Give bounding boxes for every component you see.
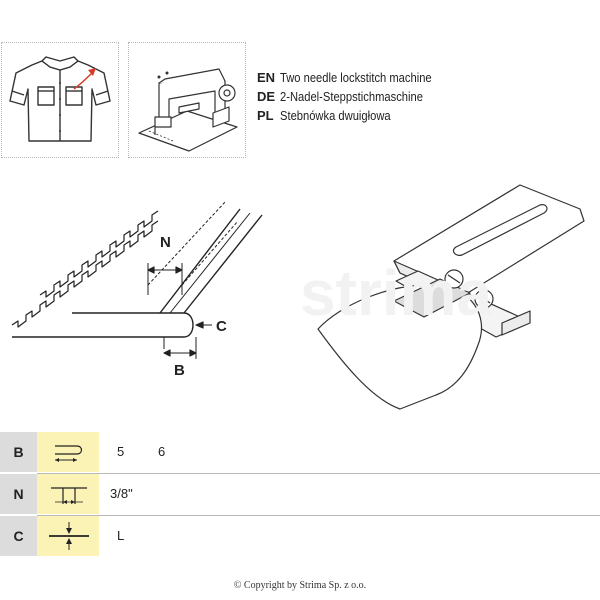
- label-c: C: [216, 318, 227, 335]
- fold-width-icon: [37, 432, 99, 472]
- shirt-thumbnail: [1, 42, 119, 158]
- material-thickness-icon: [37, 516, 99, 556]
- value: 3/8": [110, 486, 133, 501]
- row-code: B: [0, 432, 37, 472]
- row-divider: [37, 515, 600, 516]
- mounting-slot: [452, 204, 548, 256]
- sewing-machine-icon: [138, 68, 238, 152]
- machine-thumbnail: [128, 42, 246, 158]
- row-code: C: [0, 516, 37, 556]
- copyright-text: © Copyright by Strima Sp. z o.o.: [233, 580, 367, 591]
- value: 6: [158, 444, 166, 459]
- language-text: Stebnówka dwuigłowa: [280, 108, 391, 123]
- value: 5: [117, 444, 125, 459]
- folder-diagram: N C B strima: [11, 184, 585, 410]
- folder-spoon: [317, 284, 483, 410]
- shirt-icon: [9, 56, 111, 142]
- folded-edge: [12, 312, 194, 338]
- language-row-de: DE 2-Nadel-Steppstichmaschine: [257, 89, 456, 108]
- label-n: N: [160, 234, 171, 251]
- fabric-ply-lower: [11, 220, 159, 328]
- adjustment-screw: [444, 269, 494, 309]
- seam-cross-section: [11, 200, 263, 359]
- watermark: strima: [300, 257, 493, 329]
- fabric-ply-upper: [39, 210, 159, 298]
- language-text: 2-Nadel-Steppstichmaschine: [280, 89, 423, 104]
- language-text: Two needle lockstitch machine: [280, 70, 432, 85]
- folder-attachment: [317, 184, 585, 410]
- table-row: C L: [0, 516, 600, 556]
- needle-gauge-icon: [37, 474, 99, 514]
- label-b: B: [174, 362, 185, 379]
- language-row-pl: PL Stebnówka dwuigłowa: [257, 108, 456, 127]
- row-divider: [37, 473, 600, 474]
- language-row-en: EN Two needle lockstitch machine: [257, 70, 456, 89]
- row-code: N: [0, 474, 37, 514]
- machine-type-list: EN Two needle lockstitch machine DE 2-Na…: [257, 70, 456, 127]
- table-row: N 3/8": [0, 474, 600, 514]
- language-code: EN: [257, 70, 276, 85]
- language-code: DE: [257, 89, 276, 104]
- table-row: B 5 6: [0, 432, 600, 472]
- language-code: PL: [257, 108, 274, 123]
- value: L: [117, 528, 125, 543]
